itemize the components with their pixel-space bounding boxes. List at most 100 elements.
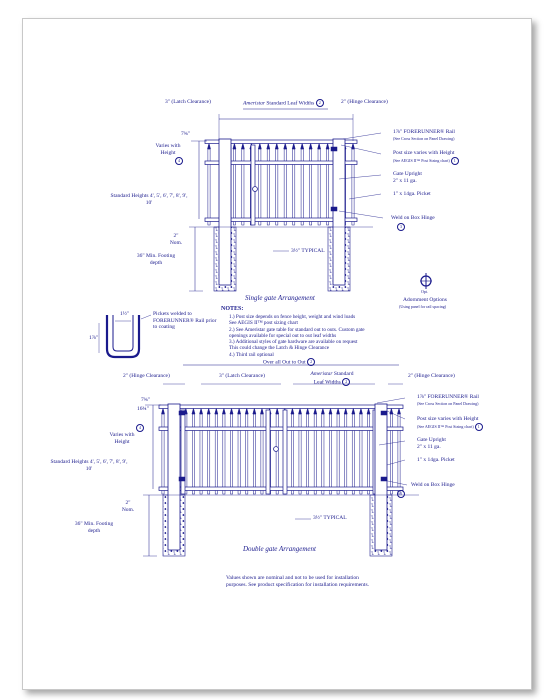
double-picket-spear [321, 407, 325, 415]
single-leader-rail [342, 132, 382, 140]
note-item: 3.) Additional styles of gate hardware a… [229, 339, 358, 346]
single-leaf-ref: 2 [315, 99, 324, 107]
single-picket-spear [274, 142, 279, 150]
single-picket-label: 1" x 14ga. Picket [393, 191, 431, 197]
double-picket [199, 413, 203, 495]
double-picket-spear [206, 407, 211, 415]
single-picket [275, 148, 279, 226]
double-picket [359, 413, 363, 495]
detail-picket-u-icon [105, 315, 141, 359]
single-leader-hinge [338, 210, 384, 219]
single-rail-label: 1⅞" FORERUNNER® Rail [393, 129, 455, 135]
double-picket [207, 413, 211, 495]
detail-rail-inner [112, 315, 134, 352]
single-upright-label: Gate Upright [393, 171, 422, 177]
double-leader-picket [386, 459, 406, 466]
adornment-tag: Opt. [421, 289, 428, 294]
single-picket [300, 148, 304, 226]
double-picket [336, 413, 340, 495]
double-picket-spear [298, 407, 302, 415]
single-standard-heights: Standard Heights 4', 5', 6', 7', 8', 9',… [110, 193, 188, 206]
double-box-hinge [178, 476, 186, 482]
single-leader-upright [338, 174, 382, 180]
single-post-ref: 1 [450, 157, 459, 165]
double-picket-spear [252, 407, 257, 415]
single-picket-spear [308, 142, 313, 150]
double-picket-spear [359, 407, 363, 415]
double-picket [253, 413, 256, 495]
double-nom: 2" Nom. [121, 500, 135, 513]
double-hinge-left: 2" (Hinge Clearance) [123, 373, 170, 379]
double-leader-hinge [382, 479, 408, 486]
adornment-sub: (Using panel for rail spacing) [399, 304, 447, 309]
single-latch [252, 186, 258, 192]
single-hinge-clearance: 2" (Hinge Clearance) [341, 99, 388, 105]
double-over-all-ref: 2 [307, 358, 316, 366]
double-picket-spear [397, 407, 401, 415]
double-gate-upright [282, 409, 288, 495]
double-varies-height: Varies with Height [109, 432, 135, 445]
double-picket-spear [336, 407, 340, 415]
double-leaf-width: Ameristar Standard Leaf Widths 2 [307, 371, 357, 386]
single-post-right [332, 138, 346, 286]
single-picket-spear [283, 142, 288, 150]
double-caption: Double gate Arrangement [243, 545, 316, 553]
double-picket [397, 413, 401, 495]
double-picket [192, 413, 195, 495]
detail-dim-top: 1½" [120, 311, 130, 317]
double-picket-spear [343, 407, 348, 415]
single-picket-spear [325, 142, 330, 150]
double-picket-spear [161, 407, 165, 415]
single-caption: Single gate Arrangement [245, 294, 315, 302]
double-weld-ref-circle: 3 [397, 490, 405, 498]
notes-list: 1.) Post size depends on fence height, w… [229, 314, 365, 358]
single-picket-spear [291, 142, 296, 150]
double-picket-spear [199, 407, 203, 415]
single-rail [204, 160, 358, 165]
double-varies-ref: 4 [136, 424, 144, 432]
double-picket [161, 413, 165, 495]
single-varies-ref: 4 [175, 157, 183, 165]
single-weld-ref: 3 [397, 223, 405, 231]
double-picket [230, 413, 233, 495]
double-standard-heights: Standard Heights 4', 5', 6', 7', 8', 9',… [50, 459, 128, 472]
single-leaf-width: Ameristar Standard Leaf Widths 2 [243, 99, 324, 107]
single-leaf-brand: Ameristar [243, 100, 265, 107]
note-item: openings available for special out to ou… [229, 332, 337, 339]
double-min-footing: 36" Min. Footing depth [74, 521, 114, 534]
double-picket-spear [366, 407, 371, 415]
single-post-label: Post size varies with Height [393, 150, 455, 156]
note-item: 1.) Post size depends on fence height, w… [229, 314, 356, 320]
single-picket [317, 148, 321, 226]
double-gate-upright [265, 409, 271, 495]
double-latch-clearance: 3" (Latch Clearance) [219, 373, 265, 379]
single-picket [258, 148, 262, 226]
single-weld-ref-circle: 3 [397, 223, 405, 231]
double-picket [329, 413, 332, 495]
double-over-all: Over all Out to Out 2 [249, 358, 329, 366]
single-leader-post [340, 144, 382, 155]
double-rail [158, 486, 404, 491]
single-upright-size: 2" x 11 ga. [393, 178, 417, 184]
double-picket-spear [191, 407, 196, 415]
note-item: This could change the Latch & Hinge Clea… [229, 345, 330, 352]
double-picket-spear [305, 407, 310, 415]
single-picket [292, 148, 296, 226]
double-varies-ref-circle: 4 [136, 424, 144, 432]
single-picket [266, 148, 270, 226]
single-varies-height: Varies with Height [155, 143, 181, 156]
single-nom: 2" Nom. [169, 233, 183, 246]
single-rail [204, 139, 358, 144]
double-picket [367, 413, 370, 495]
double-rail-sub: (See Cross Section on Panel Drawing) [417, 401, 479, 406]
double-picket-spear [244, 407, 249, 415]
double-leader-upright [378, 440, 406, 446]
double-picket [275, 413, 279, 495]
single-picket [326, 148, 329, 226]
single-picket-spear [207, 142, 211, 150]
double-leaf-text: Standard Leaf Widths [313, 371, 354, 385]
double-rail-label: 1⅞" FORERUNNER® Rail [417, 394, 479, 400]
single-picket [351, 148, 355, 226]
single-top-dim: 7¾" [181, 131, 191, 137]
double-leaf-brand: Ameristar [310, 371, 333, 377]
